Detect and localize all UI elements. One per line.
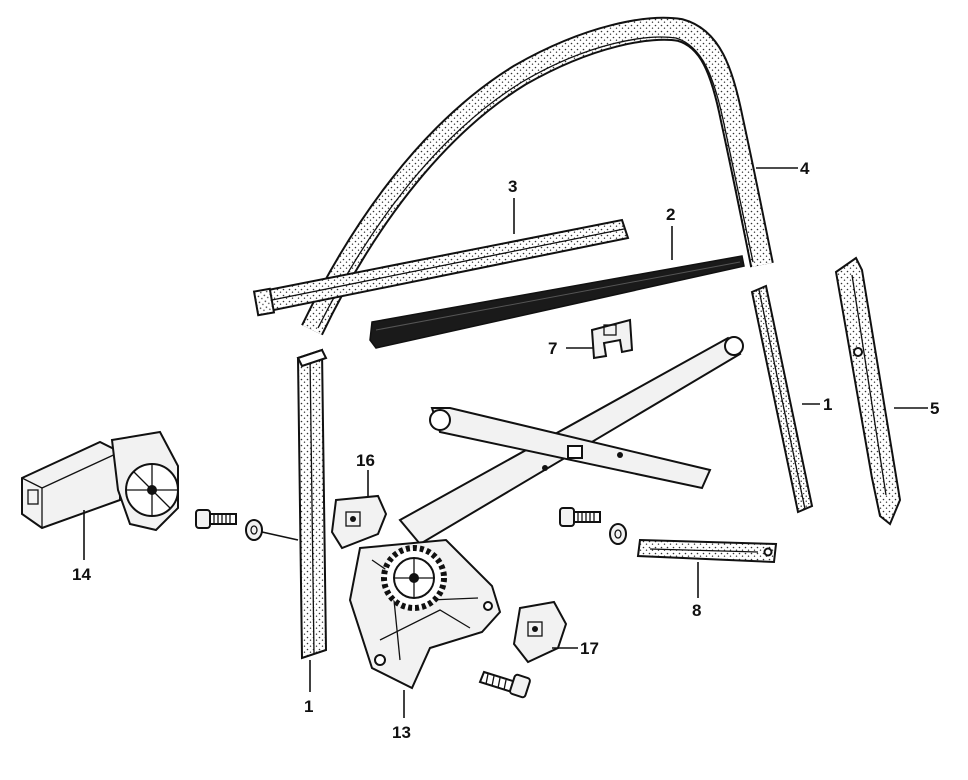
part-4-frame-seal [301,16,774,336]
washer-middle [609,523,627,545]
callout-8: 8 [692,601,701,620]
part-16-bracket [330,494,388,550]
callout-2: 2 [666,205,675,224]
part-1-guide-channel-right [750,284,814,514]
part-5-rear-guide-rail [834,256,902,526]
callout-17: 17 [580,639,599,658]
part-7-clip [590,318,634,360]
part-1-guide-channel-left [296,348,328,660]
bolt-left [195,509,237,529]
callout-13: 13 [392,723,411,742]
bolt-middle [559,507,601,527]
callout-4: 4 [800,159,810,178]
leader-lines [83,167,928,718]
callout-5: 5 [930,399,939,418]
callout-7: 7 [548,339,557,358]
part-13-regulator [348,336,744,690]
callout-16: 16 [356,451,375,470]
callouts: 1 1 2 3 4 5 7 8 13 14 16 17 [72,159,939,742]
callout-1-right: 1 [823,395,832,414]
callout-3: 3 [508,177,517,196]
part-2-outer-seal [369,255,745,349]
part-8-slide-bracket [636,538,778,564]
callout-1-left: 1 [304,697,313,716]
part-3-belt-strip [252,218,630,317]
washer-left [245,519,263,541]
part-14-motor [21,430,179,532]
bolt-bottom [478,670,531,699]
leader-washer-to-channel [261,531,299,541]
callout-14: 14 [72,565,91,584]
part-17-bracket [512,600,568,664]
